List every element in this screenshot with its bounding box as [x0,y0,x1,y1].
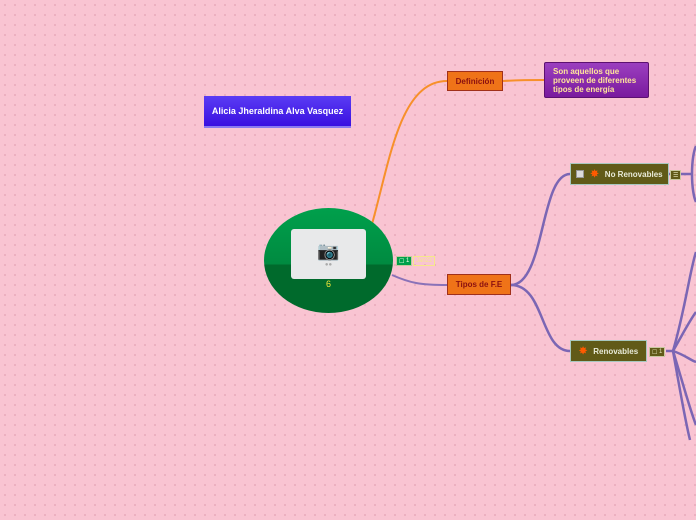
comment-count: 1 [406,258,410,264]
definicion-node[interactable]: Definición [447,71,503,91]
carousel-dots: ●● [324,261,333,268]
image-placeholder[interactable]: 📷 ●● [291,229,366,279]
definicion-text-node[interactable]: Son aquellos que proveen de diferentes t… [544,62,649,98]
comment-count: 1 [659,349,663,355]
renovables-label: Renovables [593,346,639,356]
no-renovables-label: No Renovables [604,169,663,179]
comment-icon: ☐ [399,258,407,265]
burst-icon: ✸ [590,168,599,180]
image-count: 6 [325,279,331,289]
title-text: Alicia Jheraldina Alva Vasquez [211,106,344,116]
notes-icon[interactable]: ☰ [670,170,682,180]
burst-icon: ✸ [578,345,588,357]
title-node[interactable]: Alicia Jheraldina Alva Vasquez [204,96,351,128]
no-renovables-node[interactable]: ✸ No Renovables [570,163,669,185]
camera-icon: 📷 [317,240,340,261]
comment-badge[interactable]: ☐ 1 [396,256,413,266]
definicion-label: Definición [455,76,495,86]
tipos-node[interactable]: Tipos de F.E [447,274,511,295]
comment-icon: ☐ [652,349,660,356]
definicion-text: Son aquellos que proveen de diferentes t… [553,66,637,94]
central-node[interactable]: 📷 ●● 6 [264,208,393,313]
tipos-label: Tipos de F.E [455,280,503,289]
checkbox[interactable] [576,170,585,178]
comment-badge[interactable]: ☐ 1 [649,347,666,357]
date-badge: Jan22 [413,256,436,266]
renovables-node[interactable]: ✸ Renovables [570,340,647,362]
